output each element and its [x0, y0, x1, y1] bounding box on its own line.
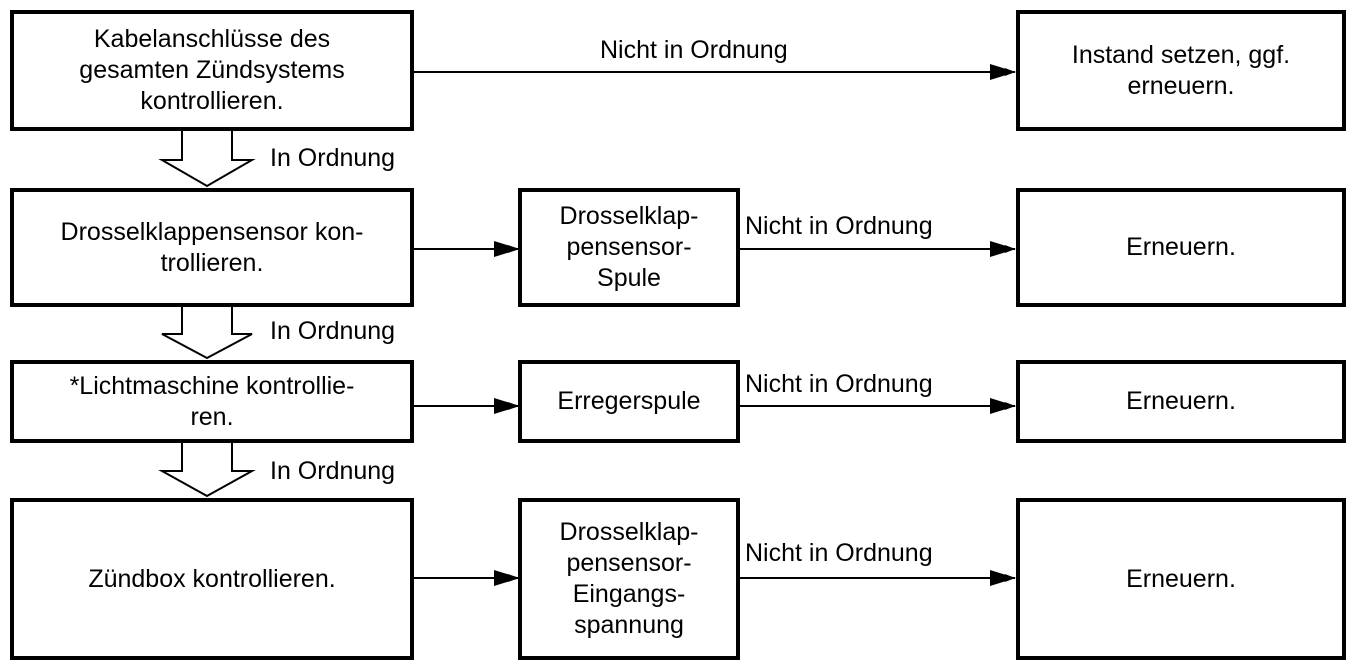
next-label-2: In Ordnung	[270, 317, 396, 345]
condition-label-2: Nicht in Ordnung	[745, 212, 933, 240]
component-box-2: Drosselklap- pensensor- Spule	[518, 188, 740, 307]
action-box-3: Erneuern.	[1016, 360, 1346, 443]
action-text-2: Erneuern.	[1126, 233, 1236, 261]
step-box-1: Kabelanschlüsse des gesamten Zündsystems…	[10, 10, 414, 131]
step-box-2: Drosselklappensensor kon- trollieren.	[10, 188, 414, 307]
step-box-3: *Lichtmaschine kontrollie- ren.	[10, 360, 414, 443]
action-box-2: Erneuern.	[1016, 188, 1346, 307]
next-label-3: In Ordnung	[270, 457, 396, 485]
condition-label-1: Nicht in Ordnung	[600, 36, 788, 64]
action-text-3: Erneuern.	[1126, 387, 1236, 415]
step-text-4: Zündbox kontrollieren.	[88, 564, 336, 593]
component-box-3: Erregerspule	[518, 360, 740, 443]
action-box-1: Instand setzen, ggf. erneuern.	[1016, 10, 1346, 131]
component-box-4: Drosselklap- pensensor- Eingangs- spannu…	[518, 498, 740, 660]
component-text-3: Erregerspule	[557, 387, 701, 415]
component-text-4: Drosselklap- pensensor- Eingangs- spannu…	[559, 518, 699, 639]
step-text-1: Kabelanschlüsse des gesamten Zündsystems…	[79, 25, 345, 115]
down-arrow-3	[158, 443, 256, 498]
step-box-4: Zündbox kontrollieren.	[10, 498, 414, 660]
step-text-2: Drosselklappensensor kon- trollieren.	[60, 217, 364, 277]
step-text-3: *Lichtmaschine kontrollie- ren.	[69, 371, 355, 431]
next-label-1: In Ordnung	[270, 144, 396, 172]
down-arrow-1	[158, 131, 256, 188]
condition-label-4: Nicht in Ordnung	[745, 539, 933, 567]
condition-label-3: Nicht in Ordnung	[745, 370, 933, 398]
action-box-4: Erneuern.	[1016, 498, 1346, 660]
component-text-2: Drosselklap- pensensor- Spule	[559, 202, 699, 292]
action-text-4: Erneuern.	[1126, 564, 1236, 593]
action-text-1: Instand setzen, ggf. erneuern.	[1071, 40, 1291, 100]
down-arrow-2	[161, 307, 253, 360]
